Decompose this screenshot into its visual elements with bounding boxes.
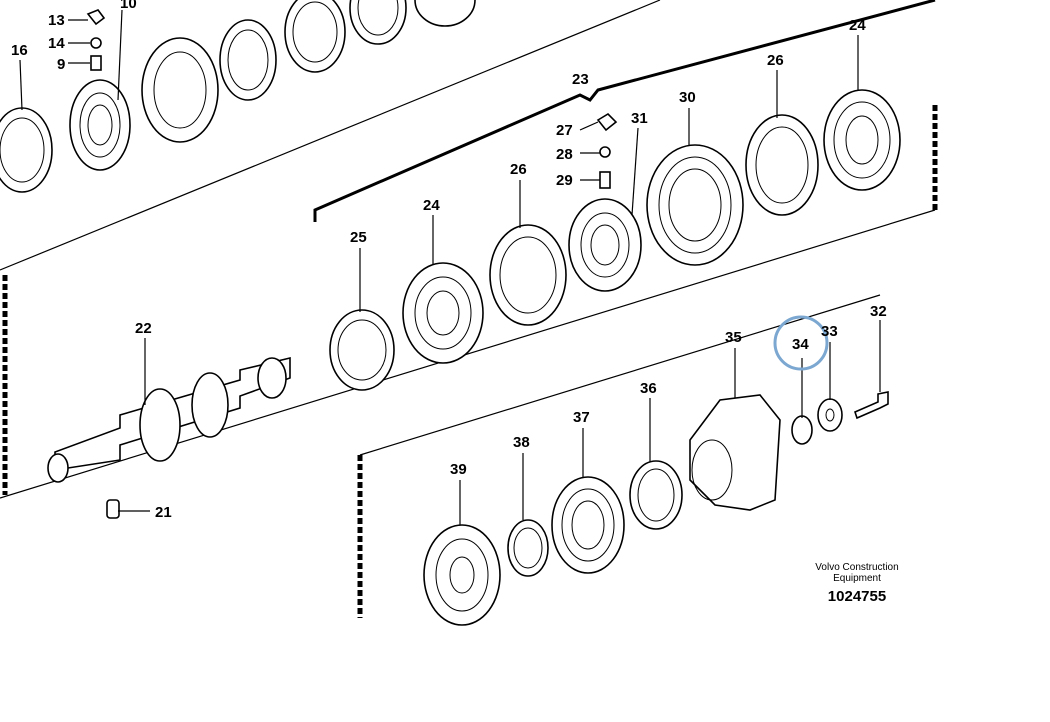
seal-36 — [629, 460, 683, 530]
highlight-circle — [773, 315, 829, 371]
callout-29: 29 — [556, 172, 573, 189]
callout-37: 37 — [573, 409, 590, 426]
callout-35: 35 — [725, 329, 742, 346]
sleeve-30 — [646, 144, 744, 266]
upper-panel-frame — [0, 0, 661, 495]
callout-27: 27 — [556, 122, 573, 139]
gear-39 — [423, 524, 501, 626]
main-shaft-22 — [47, 356, 291, 483]
callout-31: 31 — [631, 110, 648, 127]
gear-24-upper — [823, 89, 901, 191]
small-parts-middle — [596, 112, 618, 189]
callout-26-upper: 26 — [767, 52, 784, 69]
ring-26-upper — [745, 114, 819, 216]
callout-24-lower: 24 — [423, 197, 440, 214]
washer-33 — [817, 398, 843, 432]
callout-26-lower: 26 — [510, 161, 527, 178]
callout-39: 39 — [450, 461, 467, 478]
callout-9: 9 — [57, 56, 65, 73]
callout-24-upper: 24 — [849, 17, 866, 34]
callout-23: 23 — [572, 71, 589, 88]
leader-lines — [19, 9, 881, 525]
credit-block: Volvo Construction Equipment 1024755 — [815, 562, 898, 605]
bolt-32 — [854, 391, 889, 420]
reference-number: 1024755 — [828, 588, 886, 605]
ring-upper-a — [219, 19, 277, 101]
credit-line-2: Equipment — [833, 573, 881, 584]
callout-25: 25 — [350, 229, 367, 246]
ring-upper-c — [349, 0, 407, 45]
pin-21 — [106, 499, 120, 519]
callout-28: 28 — [556, 146, 573, 163]
callout-30: 30 — [679, 89, 696, 106]
callout-34: 34 — [792, 336, 809, 353]
synchronizer-hub-31 — [568, 198, 642, 292]
ring-16 — [0, 107, 53, 193]
callout-14: 14 — [48, 35, 65, 52]
credit-line-1: Volvo Construction — [815, 562, 898, 573]
bearing-25 — [329, 309, 395, 391]
callout-22: 22 — [135, 320, 152, 337]
callout-32: 32 — [870, 303, 887, 320]
bearing-37 — [551, 476, 625, 574]
callout-16: 16 — [11, 42, 28, 59]
callout-labels: 13 14 9 10 16 23 24 26 30 31 27 28 29 26… — [11, 0, 887, 521]
callout-21: 21 — [155, 504, 172, 521]
callout-38: 38 — [513, 434, 530, 451]
small-parts-upper — [86, 9, 106, 71]
washer-38 — [507, 519, 549, 577]
gear-24-lower — [402, 262, 484, 364]
flange-35 — [689, 394, 781, 511]
synchronizer-hub-upper — [69, 79, 131, 171]
lower-panel-frame — [357, 294, 881, 618]
callout-33: 33 — [821, 323, 838, 340]
callout-36: 36 — [640, 380, 657, 397]
ring-26-lower — [489, 224, 567, 326]
callout-13: 13 — [48, 12, 65, 29]
o-ring-34 — [791, 415, 813, 445]
gear-upper-top — [414, 0, 476, 27]
sleeve-upper — [141, 37, 219, 143]
callout-10: 10 — [120, 0, 137, 12]
ring-upper-b — [284, 0, 346, 73]
